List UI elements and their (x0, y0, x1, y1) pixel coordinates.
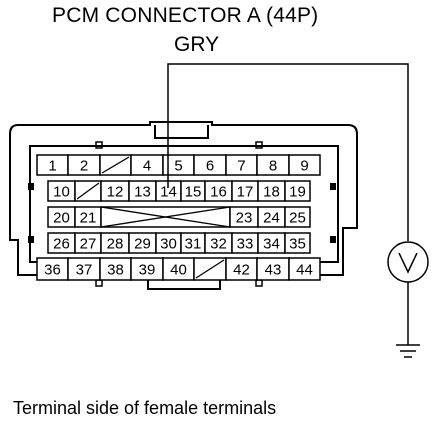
pin-number-5: 5 (174, 158, 182, 175)
pin-number-7: 7 (237, 158, 245, 175)
pin-number-40: 40 (170, 262, 187, 279)
pin-cell (288, 257, 321, 281)
blank-slash-line (101, 156, 130, 174)
blank-cross-line (100, 206, 231, 228)
voltmeter-symbol (398, 252, 418, 274)
side-key (28, 236, 34, 243)
pin-number-14: 14 (160, 184, 177, 201)
connector-title: PCM CONNECTOR A (44P) (52, 4, 319, 27)
pin-cell (284, 232, 311, 254)
voltmeter-circle (387, 241, 429, 283)
pin-number-44: 44 (296, 262, 313, 279)
pin-number-18: 18 (263, 184, 280, 201)
pin-number-10: 10 (53, 184, 70, 201)
connector-housing-outer (9, 121, 358, 276)
pin-number-39: 39 (139, 262, 156, 279)
pin-number-4: 4 (143, 158, 151, 175)
pin-cell (284, 180, 311, 202)
pin-cell (284, 206, 311, 228)
pin-number-29: 29 (134, 236, 151, 253)
pin-number-27: 27 (80, 236, 97, 253)
diagram-caption: Terminal side of female terminals (13, 398, 277, 418)
pin-number-1: 1 (48, 158, 56, 175)
pin-number-43: 43 (265, 262, 282, 279)
pin-number-36: 36 (44, 262, 61, 279)
pin-number-34: 34 (263, 236, 280, 253)
blank-slash-line (76, 182, 100, 200)
pin-number-30: 30 (160, 236, 177, 253)
probe-wire (167, 63, 409, 241)
pin-number-19: 19 (289, 184, 306, 201)
wire-color-label: GRY (174, 33, 220, 56)
key-mark (255, 279, 263, 287)
pin-number-24: 24 (263, 210, 280, 227)
pin-number-17: 17 (237, 184, 254, 201)
pin-number-28: 28 (107, 236, 124, 253)
pin-number-15: 15 (185, 184, 202, 201)
key-mark (95, 279, 103, 287)
pin-number-26: 26 (53, 236, 70, 253)
pin-number-2: 2 (80, 158, 88, 175)
key-mark (95, 141, 103, 149)
pin-cell (288, 154, 321, 176)
pin-number-9: 9 (300, 158, 308, 175)
pin-number-20: 20 (53, 210, 70, 227)
blank-slash-line (195, 259, 225, 279)
pin-number-12: 12 (107, 184, 124, 201)
pin-number-23: 23 (236, 210, 253, 227)
side-key (330, 236, 336, 243)
pin-number-38: 38 (107, 262, 124, 279)
pin-number-33: 33 (237, 236, 254, 253)
key-mark (255, 141, 263, 149)
pin-number-6: 6 (206, 158, 214, 175)
side-key (330, 183, 336, 190)
pin-number-25: 25 (289, 210, 306, 227)
pin-number-42: 42 (233, 262, 250, 279)
side-key (28, 183, 34, 190)
pin-number-31: 31 (185, 236, 202, 253)
pin-number-21: 21 (80, 210, 97, 227)
pin-number-37: 37 (76, 262, 93, 279)
pin-number-16: 16 (210, 184, 227, 201)
connector-housing-inner (29, 145, 339, 263)
pin-number-35: 35 (289, 236, 306, 253)
pin-number-8: 8 (269, 158, 277, 175)
connector-latch (154, 125, 209, 139)
connector-bottom-tab (147, 275, 221, 290)
pin-number-32: 32 (210, 236, 227, 253)
pin-number-13: 13 (134, 184, 151, 201)
